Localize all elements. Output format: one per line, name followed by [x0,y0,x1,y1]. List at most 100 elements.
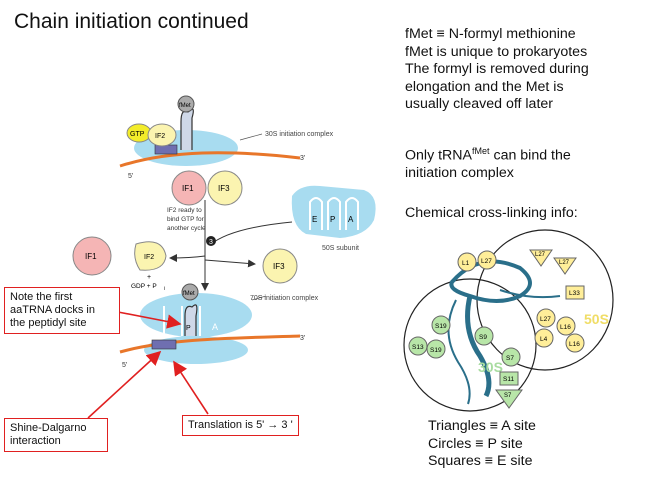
mrna-bottom [119,334,301,354]
legend-triangles: Triangles ≡ A site [428,418,536,434]
if3-top [207,170,243,206]
note-line-3: The formyl is removed during [405,61,589,78]
if3-label-released: IF3 [273,262,285,271]
marker-s7-circle-label: S7 [506,355,514,362]
shine-dalgarno-line-1: Shine-Dalgarno [10,422,87,434]
trna-notes: Only tRNAfMet can bind the initiation co… [405,143,645,183]
leader-70s [251,295,267,301]
if2-top [147,123,177,147]
marker-l16-b [565,333,585,353]
marker-l1 [457,252,477,272]
marker-s11 [499,371,519,386]
marker-l27-tri-a-label: L27 [535,252,546,258]
subunit-50s-label: 50S subunit [322,245,359,252]
rna-helix-strand [447,299,471,405]
site-p-label-70s: P [186,325,191,332]
marker-l16-a-label: L16 [560,324,571,331]
marker-l1-label: L1 [462,260,470,267]
subunit-50s-channels [309,197,359,230]
note-line-4: elongation and the Met is [405,78,564,95]
if3-label-top: IF3 [218,184,230,193]
site-p-label: P [330,215,335,224]
note-line-2: fMet is unique to prokaryotes [405,43,588,60]
marker-l27-tri-b [553,257,577,275]
marker-l4 [534,328,554,348]
leader-30s [239,133,263,141]
legend-squares: Squares ≡ E site [428,453,533,470]
marker-s19-b [426,339,446,359]
join-arrow [209,221,293,246]
shine-dalgarno-box-top [154,144,178,155]
trna-line-2: initiation complex [405,165,514,182]
trna-bottom [184,304,198,336]
marker-l27-b-label: L27 [540,316,551,323]
aatrna-callout-line-2: aaTRNA docks in [10,304,95,316]
marker-l33-label: L33 [569,290,580,297]
subunit-50s [291,185,376,238]
marker-s13-label: S13 [412,344,424,351]
marker-s19-a [431,315,451,335]
crosslink-heading: Chemical cross-linking info: [405,205,578,221]
marker-l27-tri-a [529,249,553,267]
marker-s7-triangle-label: S7 [504,393,512,399]
step-badge [206,236,216,246]
trna-top [180,108,194,150]
marker-l27-a [477,250,497,270]
if1-label-released: IF1 [85,252,97,261]
shine-dalgarno-line-2: interaction [10,435,61,447]
gtp-label: GTP [130,131,145,138]
shine-dalgarno-arrow [87,350,162,419]
marker-s19-a-label: S19 [435,323,447,330]
marker-l33 [565,285,585,300]
if1-top [171,170,207,206]
aatrna-callout: Note the first aaTRNA docks in the pepti… [4,287,120,334]
gdp-label: GDP + P [131,283,157,290]
release-if2-arrow [169,253,206,262]
if2-note-1: IF2 ready to [167,207,202,214]
three-prime-top: 3' [300,155,305,162]
marker-s11-label: S11 [503,376,514,383]
rna-helix-trunk [465,295,492,398]
rna-loop-strand [499,289,561,299]
trna-suffix: can bind the [489,147,571,164]
marker-l27-tri-b-label: L27 [559,260,570,266]
complex-30s-label: 30S initiation complex [265,131,334,138]
if1-released [72,236,112,276]
marker-l16-b-label: L16 [569,341,580,348]
if2-note-2: bind GTP for [167,216,205,223]
site-e-label: E [312,215,317,224]
shine-dalgarno-box-bottom [151,339,177,350]
aatrna-arrow [117,311,182,329]
trna-line-1: Only tRNAfMet can bind the [405,143,645,165]
shine-dalgarno-callout: Shine-Dalgarno interaction [4,418,108,452]
marker-s7-triangle [495,389,523,409]
trna-superscript: fMet [472,146,490,156]
slide-title: Chain initiation continued [14,10,249,33]
fmet-label-top: fMet [179,103,191,109]
marker-l16-a [556,316,576,336]
marker-l27-a-label: L27 [481,258,492,265]
note-line-1: fMet ≡ N-formyl methionine [405,26,576,42]
marker-s7-circle [501,347,521,367]
gdp-subscript: i [164,286,165,292]
five-prime-top: 5' [128,173,133,180]
complex-70s-label: 70S initiation complex [250,295,319,302]
marker-l4-label: L4 [540,336,548,343]
fmet-label-bottom: fMet [183,291,195,297]
aatrna-callout-line-1: Note the first [10,291,73,303]
if2-label-top: IF2 [155,133,165,140]
fmet-bead-bottom [181,283,199,301]
if2-label-released: IF2 [144,254,154,261]
release-if3-arrow [204,259,256,268]
outline-30s [403,278,537,412]
translation-arrow [173,360,209,415]
if2-note-3: another cycle [167,225,206,232]
label-30s: 30S [478,359,503,375]
aatrna-callout-line-3: the peptidyl site [10,317,87,329]
marker-l27-b [536,308,556,328]
mrna-top [119,151,301,168]
marker-s19-b-label: S19 [430,347,442,354]
site-legend: Triangles ≡ A site Circles ≡ P site Squa… [428,418,536,471]
fmet-notes: fMet ≡ N-formyl methionine fMet is uniqu… [405,26,645,114]
